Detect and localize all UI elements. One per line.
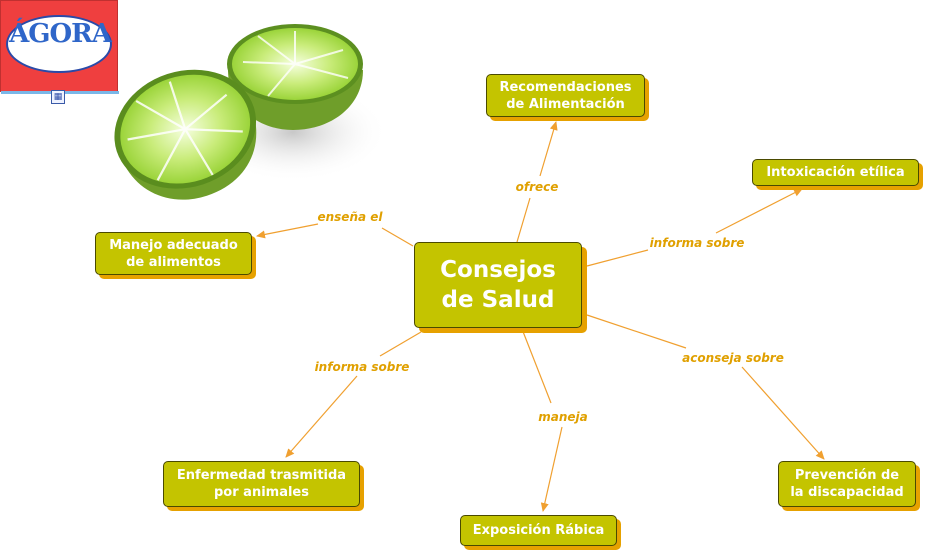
line-center-maneja <box>521 328 552 404</box>
concept-prevencion-discapacidad[interactable]: Prevención de la discapacidad <box>778 461 916 507</box>
logo-ring <box>6 15 112 73</box>
sitemap-icon[interactable]: ▦ <box>51 90 65 104</box>
arrow-aconseja-prevencion <box>741 366 825 460</box>
line-center-informa1 <box>586 249 649 267</box>
link-label-ofrece[interactable]: ofrece <box>515 180 559 194</box>
line-center-aconseja <box>586 314 687 349</box>
link-label-aconseja-sobre[interactable]: aconseja sobre <box>682 351 784 365</box>
concept-consejos-de-salud[interactable]: Consejos de Salud <box>414 242 582 328</box>
agora-logo[interactable]: ÁGORA <box>0 0 119 94</box>
concept-exposicion-rabica[interactable]: Exposición Rábica <box>460 515 617 546</box>
arrow-informa2-enfermedad <box>285 375 358 458</box>
line-center-ofrece <box>516 197 531 243</box>
arrow-maneja-exposicion <box>540 426 563 512</box>
line-center-ensena <box>381 227 414 247</box>
concept-manejo-alimentos[interactable]: Manejo adecuado de alimentos <box>95 232 252 275</box>
link-label-maneja[interactable]: maneja <box>538 410 588 424</box>
logo-text: ÁGORA <box>9 19 112 49</box>
link-label-informa-sobre-2[interactable]: informa sobre <box>314 360 410 374</box>
lime-half-back <box>227 24 363 130</box>
lime-half-front <box>114 69 257 200</box>
lime-image <box>114 24 388 200</box>
concept-recomendaciones-alimentacion[interactable]: Recomendaciones de Alimentación <box>486 74 645 117</box>
arrow-ensena-manejo <box>256 223 319 239</box>
link-label-informa-sobre-1[interactable]: informa sobre <box>649 236 745 250</box>
link-label-ensena-el[interactable]: enseña el <box>317 210 383 224</box>
concept-enfermedad-animales[interactable]: Enfermedad trasmitida por animales <box>163 461 360 507</box>
arrow-ofrece-recomendaciones <box>539 121 558 177</box>
line-center-informa2 <box>379 331 422 357</box>
concept-intoxicacion-etilica[interactable]: Intoxicación etílica <box>752 159 919 186</box>
arrow-informa1-intoxicacion <box>715 188 803 234</box>
